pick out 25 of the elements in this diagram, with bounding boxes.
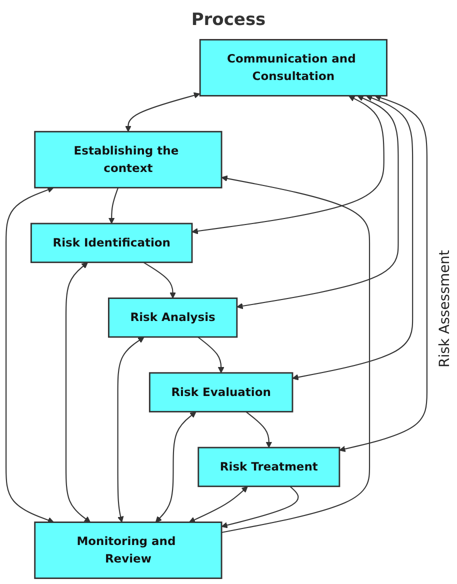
arrow bbox=[339, 94, 428, 452]
arrow bbox=[221, 175, 370, 533]
title: Process bbox=[191, 10, 266, 30]
arrow bbox=[188, 486, 248, 523]
arrow bbox=[117, 336, 144, 523]
bracket-label: Risk Assessment bbox=[437, 250, 453, 368]
arrow bbox=[221, 486, 299, 528]
arrow bbox=[155, 412, 196, 523]
node-box: Risk Treatment bbox=[198, 446, 340, 488]
arrow bbox=[65, 262, 91, 523]
arrow bbox=[246, 411, 272, 448]
node-box: Risk Identification bbox=[30, 222, 193, 264]
node-box: Risk Analysis bbox=[108, 298, 238, 338]
arrow bbox=[125, 92, 200, 132]
arrow bbox=[108, 187, 119, 224]
arrow bbox=[192, 96, 384, 234]
node-box: Risk Evaluation bbox=[148, 372, 294, 412]
arrow bbox=[143, 262, 176, 299]
arrow bbox=[236, 95, 399, 310]
arrow bbox=[292, 94, 414, 380]
node-box: Monitoring and Review bbox=[34, 522, 222, 579]
arrow bbox=[198, 336, 224, 374]
node-box: Establishing the context bbox=[34, 130, 222, 188]
arrow bbox=[6, 186, 54, 524]
node-box: Communication and Consultation bbox=[199, 39, 388, 96]
